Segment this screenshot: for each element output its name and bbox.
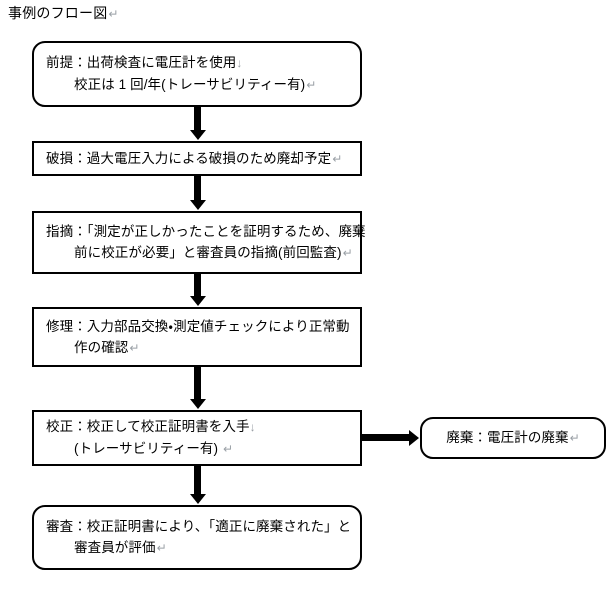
connector-calibration-to-audit (194, 466, 201, 495)
flow-node-damage-line-1: 破損：過大電圧入力による破損のため廃却予定↵ (46, 150, 343, 166)
paragraph-mark-icon: ↵ (156, 541, 167, 555)
flow-node-repair-line-2: 作の確認↵ (74, 339, 140, 355)
paragraph-mark-icon: ↵ (129, 340, 140, 355)
connector-premise-to-damage (194, 107, 201, 131)
flow-node-audit-line-1: 審査：校正証明書により、「適正に廃棄された」と (46, 519, 352, 534)
flow-node-finding-line-2: 前に校正が必要」と審査員の指摘(前回監査)↵ (74, 245, 353, 260)
flow-node-finding[interactable]: 指摘：「測定が正しかったことを証明するため、廃棄 前に校正が必要」と審査員の指摘… (32, 211, 366, 274)
connector-finding-to-repair (194, 274, 201, 297)
flow-node-disposal[interactable]: 廃棄：電圧計の廃棄↵ (420, 417, 606, 459)
flow-node-disposal-line-1: 廃棄：電圧計の廃棄↵ (446, 430, 580, 445)
flow-node-premise-line-1: 前提：出荷検査に電圧計を使用↓ (46, 55, 243, 70)
flow-node-calibration[interactable]: 校正：校正して校正証明書を入手↓ (トレーサビリティー有) ↵ (32, 410, 362, 466)
flow-node-audit[interactable]: 審査：校正証明書により、「適正に廃棄された」と 審査員が評価↵ (32, 505, 362, 570)
paragraph-mark-icon: ↵ (569, 431, 580, 445)
page-title-text: 事例のフロー図 (8, 5, 108, 21)
paragraph-mark-icon: ↵ (222, 442, 234, 456)
paragraph-mark-icon: ↵ (306, 78, 317, 92)
soft-return-icon: ↓ (249, 420, 256, 434)
flow-node-repair[interactable]: 修理：入力部品交換・測定値チェックにより正常動 作の確認↵ (32, 307, 362, 367)
flow-node-damage[interactable]: 破損：過大電圧入力による破損のため廃却予定↵ (32, 141, 362, 176)
flow-node-repair-line-1: 修理：入力部品交換・測定値チェックにより正常動 (46, 318, 350, 334)
flow-node-calibration-line-1: 校正：校正して校正証明書を入手↓ (46, 419, 256, 434)
flow-node-calibration-line-2: (トレーサビリティー有) ↵ (74, 441, 234, 456)
flow-node-finding-line-1: 指摘：「測定が正しかったことを証明するため、廃棄 (46, 224, 366, 239)
paragraph-mark-icon: ↵ (332, 151, 343, 166)
paragraph-mark-icon: ↵ (342, 246, 353, 260)
paragraph-mark-icon: ↵ (108, 7, 119, 21)
connector-calibration-to-disposal (362, 434, 410, 441)
connector-repair-to-calibration (194, 367, 201, 400)
flow-node-audit-line-2: 審査員が評価↵ (74, 540, 167, 555)
soft-return-icon: ↓ (236, 56, 243, 70)
flow-node-premise[interactable]: 前提：出荷検査に電圧計を使用↓ 校正は 1 回/年(トレーサビリティー有)↵ (32, 41, 362, 107)
page-title: 事例のフロー図↵ (8, 4, 119, 23)
flow-node-premise-line-2: 校正は 1 回/年(トレーサビリティー有)↵ (74, 77, 317, 92)
connector-damage-to-finding (194, 176, 201, 201)
